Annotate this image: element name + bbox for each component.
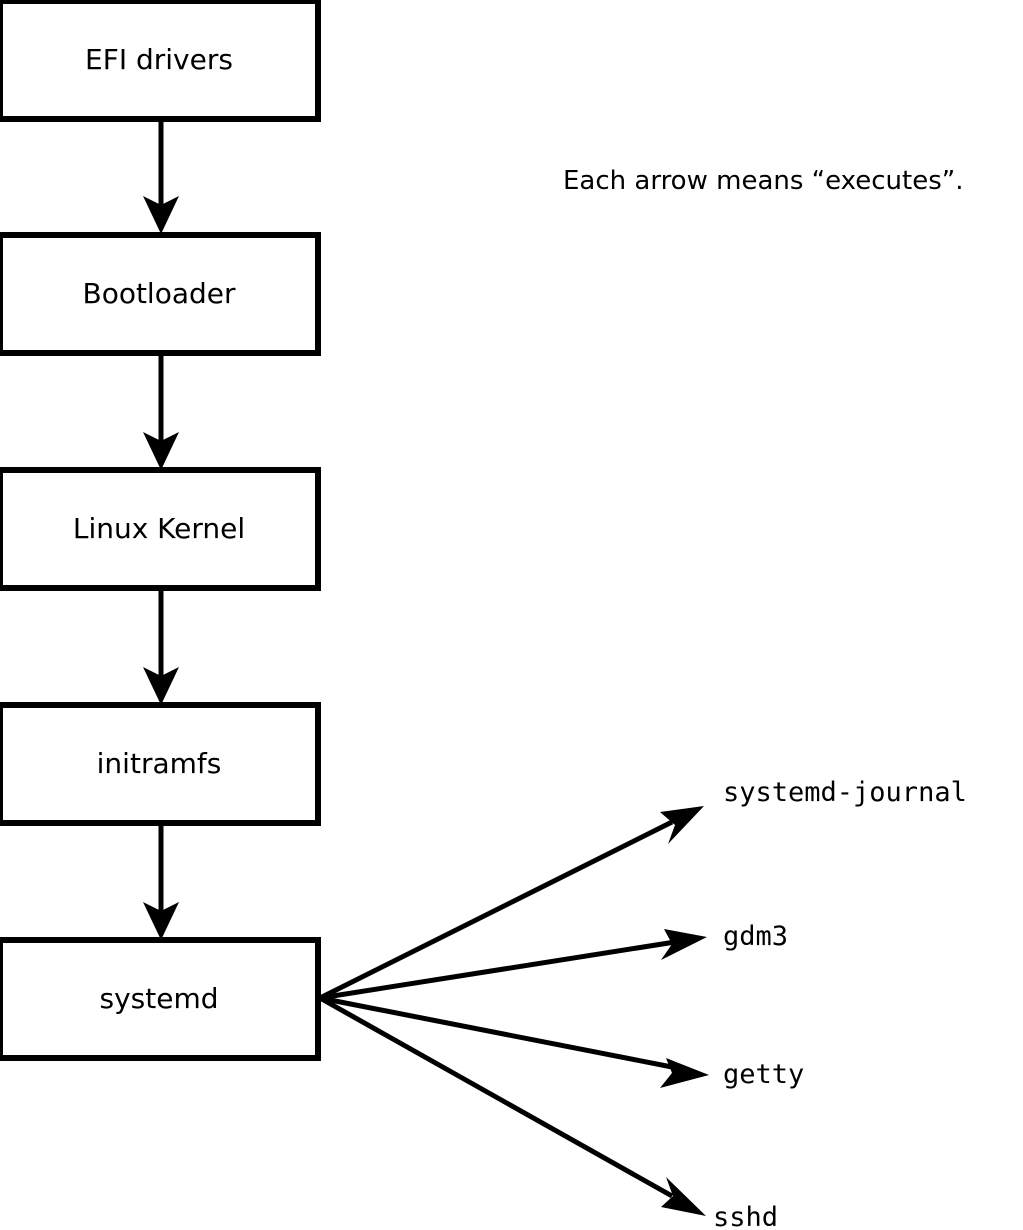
arrowhead-icon xyxy=(660,806,704,844)
arrowhead-icon xyxy=(143,432,179,470)
arrowhead-icon xyxy=(660,1058,709,1088)
node-bootloader[interactable]: Bootloader xyxy=(0,232,321,356)
service-label-getty[interactable]: getty xyxy=(723,1059,804,1090)
service-label-systemd-journal[interactable]: systemd-journal xyxy=(723,777,967,808)
edge-systemd-to-sshd xyxy=(318,995,706,1216)
arrowhead-icon xyxy=(661,1177,706,1216)
edge-kernel-to-initramfs xyxy=(143,588,179,705)
node-label: EFI drivers xyxy=(85,43,233,76)
node-box[interactable] xyxy=(0,232,321,356)
node-label: Linux Kernel xyxy=(73,512,245,545)
arrowhead-icon xyxy=(143,196,179,234)
arrowhead-icon xyxy=(143,667,179,705)
arrowhead-icon xyxy=(143,902,179,940)
node-efi-drivers[interactable]: EFI drivers xyxy=(0,0,321,122)
chain-connectors xyxy=(143,119,179,940)
node-initramfs[interactable]: initramfs xyxy=(0,702,321,826)
edge-systemd-to-gdm3 xyxy=(319,929,707,1001)
edge-line xyxy=(318,819,674,1001)
edge-systemd-to-systemd-journal xyxy=(318,806,704,1001)
edge-initramfs-to-systemd xyxy=(143,823,179,940)
arrow-meaning-note: Each arrow means “executes”. xyxy=(563,166,964,196)
node-label: systemd xyxy=(100,982,219,1015)
node-box[interactable] xyxy=(0,702,321,826)
node-label: initramfs xyxy=(97,747,222,780)
edge-line xyxy=(318,995,674,1199)
edge-line xyxy=(319,939,676,1001)
edge-bootloader-to-kernel xyxy=(143,353,179,470)
node-label: Bootloader xyxy=(82,277,236,310)
service-labels: systemd-journal gdm3 getty sshd xyxy=(713,777,967,1230)
node-box[interactable] xyxy=(0,937,321,1061)
edge-efi-to-bootloader xyxy=(143,119,179,234)
edge-line xyxy=(319,995,678,1071)
systemd-fanout-connectors xyxy=(318,806,709,1216)
chain-nodes: EFI drivers Bootloader Linux Kernel init… xyxy=(0,0,321,1061)
node-systemd[interactable]: systemd xyxy=(0,937,321,1061)
edge-systemd-to-getty xyxy=(319,995,709,1088)
node-box[interactable] xyxy=(0,0,321,122)
service-label-sshd[interactable]: sshd xyxy=(713,1202,778,1230)
node-box[interactable] xyxy=(0,467,321,591)
node-linux-kernel[interactable]: Linux Kernel xyxy=(0,467,321,591)
arrowhead-icon xyxy=(661,929,707,960)
service-label-gdm3[interactable]: gdm3 xyxy=(723,921,788,952)
